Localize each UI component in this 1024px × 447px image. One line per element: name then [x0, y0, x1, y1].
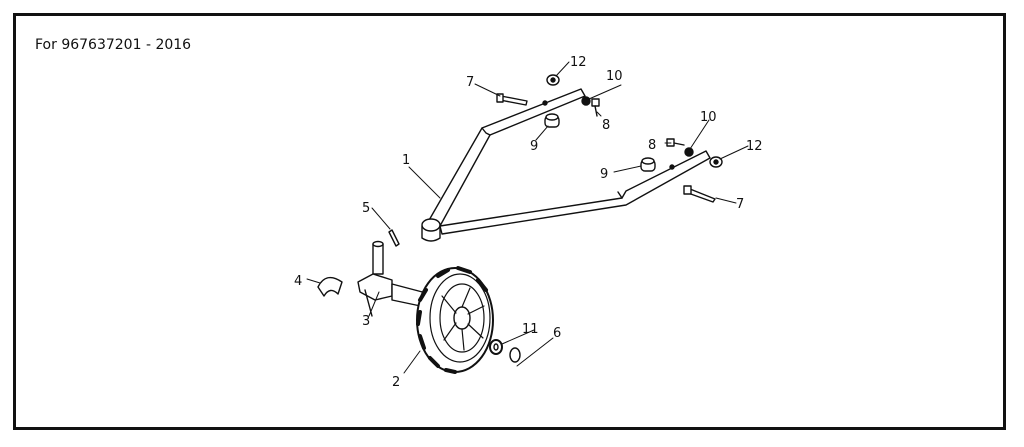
- label-part-2: 2: [392, 375, 400, 390]
- washer-11: [489, 339, 503, 355]
- leader-lines: [306, 61, 749, 374]
- label-part-8-left: 8: [602, 118, 610, 133]
- diagram-title: For 967637201 - 2016: [35, 37, 192, 53]
- label-part-6: 6: [553, 326, 561, 341]
- label-part-5: 5: [362, 201, 370, 216]
- label-part-11: 11: [522, 322, 539, 337]
- spacer-9-right: [640, 157, 656, 172]
- label-part-7-left: 7: [466, 75, 474, 90]
- washer-10-right: [684, 147, 694, 157]
- label-part-10-left: 10: [606, 69, 623, 84]
- label-part-8-right: 8: [648, 138, 656, 153]
- pin-5: [388, 229, 400, 247]
- tow-frame: [421, 88, 711, 242]
- nut-12-top: [546, 74, 560, 86]
- label-part-7-right: 7: [736, 197, 744, 212]
- label-part-12-right: 12: [746, 139, 763, 154]
- ring-6: [509, 347, 521, 363]
- label-part-1: 1: [402, 153, 410, 168]
- label-part-10-right: 10: [700, 110, 717, 125]
- nut-12-right: [709, 156, 723, 168]
- label-part-9-right: 9: [600, 167, 608, 182]
- label-part-12-top: 12: [570, 55, 587, 70]
- label-part-4: 4: [294, 274, 302, 289]
- spacer-9-left: [544, 113, 560, 128]
- label-part-9-left: 9: [530, 139, 538, 154]
- bolt-8-left: [591, 98, 600, 117]
- label-part-3: 3: [362, 314, 370, 329]
- washer-10-left: [581, 96, 591, 106]
- wheel-2: [416, 266, 494, 374]
- bolt-7-left: [496, 93, 528, 106]
- bolt-7-right: [683, 185, 716, 203]
- clip-4: [317, 276, 343, 297]
